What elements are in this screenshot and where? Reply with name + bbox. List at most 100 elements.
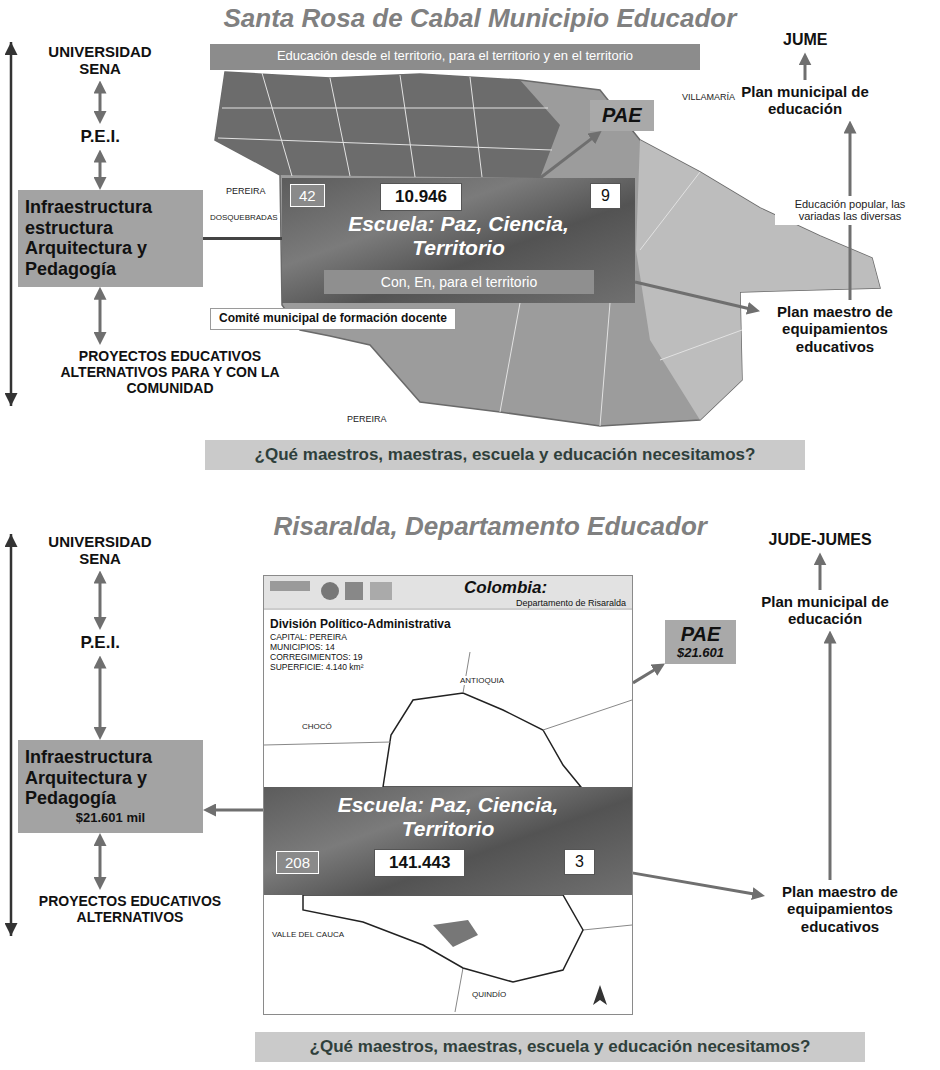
board-label: JUME	[777, 28, 833, 52]
committee-box-text: Comité municipal de formación docente	[219, 312, 447, 326]
header-rule	[264, 609, 632, 610]
pei-label-text: P.E.I.	[81, 127, 120, 147]
count-box: 9	[590, 183, 621, 209]
edge-label-holder: Educación popular, las variadas las dive…	[775, 196, 925, 225]
plan-label: Plan maestro de equipamientos educativos	[760, 300, 910, 358]
question-band-text: ¿Qué maestros, maestras, escuela y educa…	[265, 1037, 855, 1057]
program-box: PAE	[590, 100, 654, 131]
map-place-label: VALLE DEL CAUCA	[272, 930, 344, 939]
connector-group	[100, 62, 850, 894]
institution-label: UNIVERSIDAD SENA	[35, 530, 165, 571]
count-box-text: 141.443	[389, 853, 450, 873]
plan-label-text: Plan municipal de educación	[758, 593, 892, 628]
projects-label: PROYECTOS EDUCATIVOS ALTERNATIVOS	[20, 890, 240, 928]
connector-arrow	[99, 580, 102, 620]
label-holder: Risaralda, Departamento Educador	[270, 512, 711, 542]
projects-label: PROYECTOS EDUCATIVOS ALTERNATIVOS PARA Y…	[35, 345, 305, 399]
range-bracket-arrow	[10, 534, 13, 936]
map-header-band	[264, 576, 632, 608]
capital-area	[433, 920, 478, 947]
school-photo-box-text: Escuela: Paz, Ciencia, Territorio	[334, 212, 584, 260]
connector-arrow	[540, 137, 594, 178]
label-holder: DOSQUEBRADAS	[208, 213, 280, 222]
connector-arrow	[99, 843, 102, 881]
map-place-label: CHOCÓ	[302, 722, 332, 731]
map-place-label: PEREIRA	[226, 186, 266, 196]
question-band: ¿Qué maestros, maestras, escuela y educa…	[205, 440, 805, 470]
count-box-text: 3	[575, 853, 584, 871]
banner-band-text: Educación desde el territorio, para el t…	[218, 49, 692, 64]
label-holder: QUINDÍO	[470, 990, 508, 999]
map-place-label: DOSQUEBRADAS	[210, 213, 278, 222]
department-map-panel-text: CAPITAL: PEREIRA	[270, 632, 632, 642]
connector-arrow	[99, 665, 102, 730]
department-map-panel-text: Departamento de Risaralda	[264, 598, 632, 608]
municipality-map	[215, 72, 880, 426]
department-map-panel-text: CORREGIMIENTOS: 19	[270, 652, 632, 662]
infrastructure-box-text: Infraestructura Arquitectura y Pedagogía	[25, 747, 196, 809]
label-holder: VALLE DEL CAUCA	[270, 930, 346, 939]
count-box-text: 42	[299, 187, 316, 204]
count-box: 141.443	[374, 849, 465, 877]
department-map-panel-text: SUPERFICIE: 4.140 km²	[270, 662, 632, 672]
program-box-text: PAE	[677, 623, 724, 646]
map-region	[636, 140, 880, 420]
connector-arrow	[633, 669, 657, 683]
connector-arrow	[804, 62, 807, 80]
pei-label-text: P.E.I.	[81, 633, 120, 653]
territory-band: Con, En, para el territorio	[324, 270, 594, 294]
count-box: 10.946	[380, 183, 462, 211]
count-box-text: 9	[601, 187, 610, 205]
projects-label-text: PROYECTOS EDUCATIVOS ALTERNATIVOS	[24, 893, 236, 925]
infrastructure-box-text: $21.601 mil	[25, 811, 196, 826]
board-label-text: JUDE-JUMES	[769, 531, 872, 549]
range-bracket-arrow	[10, 42, 13, 406]
board-label-text: JUME	[783, 31, 827, 49]
program-box-text: PAE	[602, 104, 642, 127]
department-map-panel-text: MUNICIPIOS: 14	[270, 642, 632, 652]
north-arrow	[593, 985, 607, 1005]
map-place-label: ANTIOQUIA	[460, 676, 504, 685]
department-map-panel-text: División Político-Administrativa	[270, 618, 632, 632]
neighbour-boundary	[264, 652, 632, 1012]
emblem	[345, 582, 363, 600]
emblem	[270, 581, 310, 591]
question-band-text: ¿Qué maestros, maestras, escuela y educa…	[215, 445, 795, 465]
emblem	[321, 582, 339, 600]
label-holder: VILLAMARÍA	[680, 92, 737, 102]
connector-arrow	[632, 873, 755, 894]
board-label: JUDE-JUMES	[763, 528, 878, 552]
department-map-panel-text: Colombia:	[464, 576, 632, 598]
map-place-label: QUINDÍO	[472, 990, 506, 999]
institution-label: UNIVERSIDAD SENA	[35, 40, 165, 81]
department-outline	[383, 693, 581, 787]
emblem	[370, 582, 392, 600]
plan-label-text: Plan maestro de equipamientos educativos	[768, 883, 912, 935]
plan-label-text: Plan maestro de equipamientos educativos	[763, 303, 907, 355]
plan-label: Plan municipal de educación	[755, 590, 895, 631]
plan-label: Plan maestro de equipamientos educativos	[765, 880, 915, 938]
count-box: 42	[290, 184, 325, 207]
map-region	[215, 72, 880, 426]
connector-arrow	[203, 237, 282, 240]
connector-arrow	[99, 297, 102, 336]
program-box: PAE$21.601	[665, 620, 736, 664]
plan-label-text: Plan municipal de educación	[738, 83, 872, 118]
pei-label: P.E.I.	[75, 124, 126, 150]
count-box-text: 208	[285, 854, 310, 871]
connector-arrow	[829, 640, 832, 880]
question-band: ¿Qué maestros, maestras, escuela y educa…	[255, 1032, 865, 1062]
connector-arrow	[213, 809, 264, 812]
projects-label-text: PROYECTOS EDUCATIVOS ALTERNATIVOS PARA Y…	[39, 348, 301, 396]
count-box-text: 10.946	[395, 187, 447, 207]
connector-arrow	[635, 282, 751, 309]
pei-label: P.E.I.	[75, 630, 126, 656]
territory-band-text: Con, En, para el territorio	[330, 274, 588, 290]
department-map	[264, 576, 632, 1012]
institution-label-text: UNIVERSIDAD SENA	[39, 533, 161, 568]
department-map-panel: Colombia:Departamento de RisaraldaDivisi…	[263, 575, 633, 1015]
school-photo-box: Escuela: Paz, Ciencia, Territorio 42 10.94…	[282, 178, 635, 303]
count-box: 208	[276, 851, 319, 874]
map-place-label: PEREIRA	[347, 414, 387, 424]
banner-band: Educación desde el territorio, para el t…	[210, 44, 700, 70]
